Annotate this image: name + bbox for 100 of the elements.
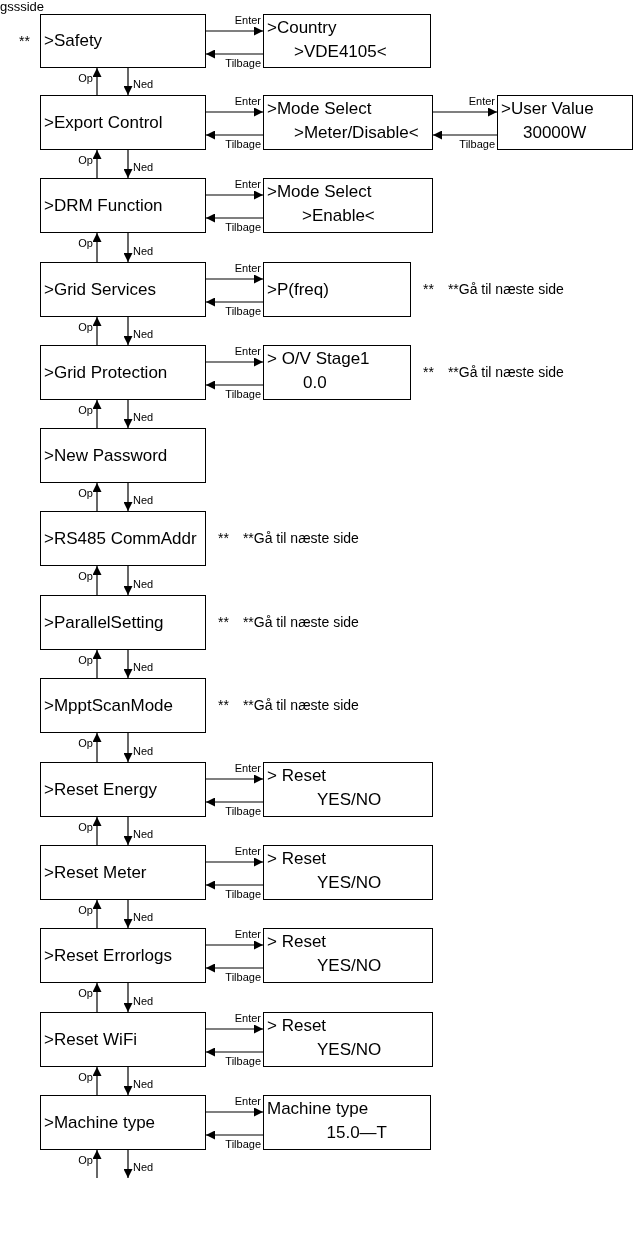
edge-label: Ned [133, 1078, 155, 1091]
menu-screen-box [263, 1095, 431, 1150]
menu-value: 0.0 [302, 372, 328, 394]
arrow [205, 357, 264, 367]
menu-screen-box [263, 95, 433, 150]
menu-item-box [40, 95, 206, 150]
edge-label: Ned [133, 661, 155, 674]
menu-text: >Reset Errorlogs [44, 944, 174, 967]
edge-label: Op [77, 737, 93, 750]
menu-item-box [40, 1012, 206, 1067]
edge-label: Op [77, 321, 93, 334]
arrow [123, 565, 133, 596]
edge-label: Tilbage [224, 1138, 261, 1151]
arrow [205, 1107, 264, 1117]
edge-label: Enter [233, 845, 261, 858]
menu-text: >Reset Energy [44, 778, 158, 801]
edge-label: Ned [133, 328, 155, 341]
edge-label: Tilbage [458, 138, 495, 151]
arrow [123, 982, 133, 1013]
edge-label: Op [77, 821, 93, 834]
arrow [205, 1024, 264, 1034]
arrow [205, 190, 264, 200]
edge-label: Ned [133, 245, 155, 258]
note-text: ** [218, 613, 229, 632]
edge-label: Tilbage [224, 971, 261, 984]
edge-label: Tilbage [224, 57, 261, 70]
menu-value: YES/NO [316, 1039, 383, 1061]
note-text: ** [218, 529, 229, 548]
arrow [92, 982, 102, 1013]
menu-text: >Reset WiFi [44, 1028, 139, 1051]
menu-value: >VDE4105< [293, 41, 388, 63]
edge-label: Tilbage [224, 138, 261, 151]
menu-text: >MpptScanMode [44, 694, 174, 717]
arrow [123, 649, 133, 679]
menu-text: >Machine type [44, 1111, 157, 1134]
menu-value: YES/NO [316, 955, 383, 977]
arrow [205, 857, 264, 867]
menu-item-box [40, 678, 206, 733]
menu-screen-box [263, 345, 411, 400]
menu-text: >Country [267, 17, 338, 39]
arrow [123, 316, 133, 346]
menu-text: > Reset [267, 848, 328, 870]
menu-item-box [40, 14, 206, 68]
edge-label: Tilbage [224, 388, 261, 401]
arrow [123, 482, 133, 512]
menu-value: YES/NO [316, 872, 383, 894]
arrow [205, 274, 264, 284]
arrow [123, 232, 133, 263]
edge-label: Enter [233, 262, 261, 275]
edge-label: Ned [133, 78, 155, 91]
note-text: **Gå til næste side [447, 363, 564, 382]
menu-value: >Enable< [301, 205, 376, 227]
menu-text: >Export Control [44, 111, 164, 134]
edge-label: Enter [233, 928, 261, 941]
arrow [205, 774, 264, 784]
arrow [92, 232, 102, 263]
edge-label: Ned [133, 411, 155, 424]
menu-screen-box [263, 1012, 433, 1067]
note-text: **Gå til næste side [242, 696, 359, 715]
edge-label: Enter [233, 95, 261, 108]
menu-text: >DRM Function [44, 194, 164, 217]
arrow [205, 963, 264, 973]
arrow [205, 1047, 264, 1057]
arrow [92, 482, 102, 512]
note-text: ** [19, 31, 30, 51]
edge-label: Op [77, 72, 93, 85]
edge-label: Op [77, 570, 93, 583]
menu-item-box [40, 1095, 206, 1150]
edge-label: Enter [233, 1012, 261, 1025]
arrow [92, 1149, 102, 1179]
menu-text: >Grid Services [44, 278, 157, 301]
edge-label: Op [77, 487, 93, 500]
page-title: gssside [0, 0, 45, 13]
edge-label: Op [77, 237, 93, 250]
menu-item-box [40, 762, 206, 817]
arrow [205, 1130, 264, 1140]
edge-label: Enter [233, 14, 261, 27]
note-text: **Gå til næste side [242, 613, 359, 632]
menu-text: >Safety [44, 30, 104, 52]
edge-label: Enter [467, 95, 495, 108]
arrow [123, 899, 133, 929]
menu-text: > Reset [267, 765, 328, 787]
arrow [123, 732, 133, 763]
edge-label: Tilbage [224, 221, 261, 234]
arrow [205, 49, 264, 59]
arrow [205, 213, 264, 223]
edge-label: Tilbage [224, 888, 261, 901]
edge-label: Ned [133, 1161, 155, 1174]
arrow [123, 1066, 133, 1096]
menu-screen-box [263, 928, 433, 983]
menu-value: 30000W [522, 122, 588, 144]
arrow [92, 565, 102, 596]
menu-text: Machine type [267, 1098, 370, 1120]
menu-item-box [40, 928, 206, 983]
note-text: ** [218, 696, 229, 715]
edge-label: Ned [133, 911, 155, 924]
edge-label: Tilbage [224, 305, 261, 318]
menu-value: >Meter/Disable< [293, 122, 420, 144]
edge-label: Op [77, 987, 93, 1000]
arrow [92, 399, 102, 429]
